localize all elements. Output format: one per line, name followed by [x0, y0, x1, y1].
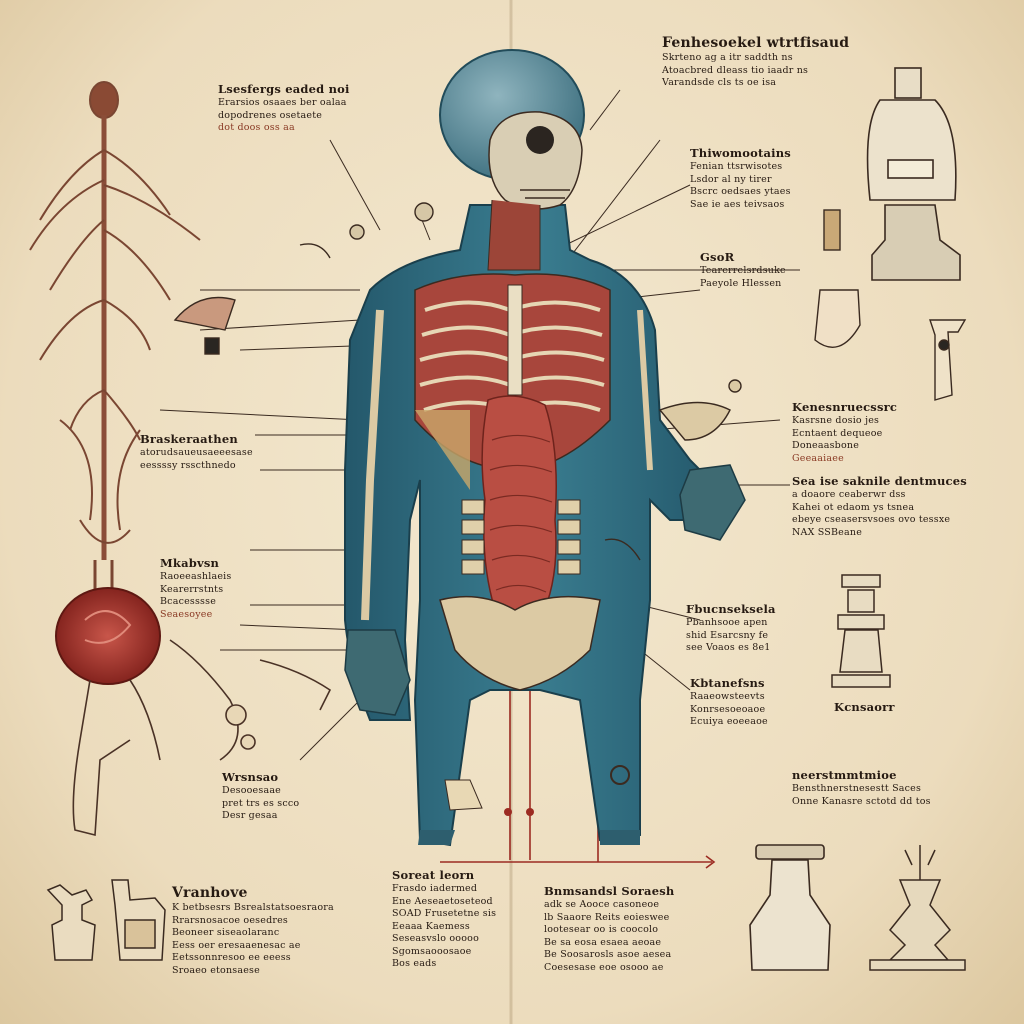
label-right-3: Fbucnseksela Pbanhsooe apen shid Esarcsn…	[686, 602, 776, 653]
label-right-5: Kcnsaorr	[834, 700, 895, 714]
label-left-mid: Braskeraathen atorudsaueusaeeesase eesss…	[140, 432, 253, 471]
lamp	[831, 574, 891, 688]
label-right-2: Sea ise saknile dentmuces a doaore ceabe…	[792, 474, 967, 538]
spine-nerve-tree	[29, 81, 201, 590]
red-axis-lines	[440, 680, 716, 869]
glass-jar	[866, 67, 961, 281]
label-left-lower: Mkabvsn Raoeeashlaeis Kearerrstnts Bcace…	[160, 556, 232, 620]
small-specimens	[173, 202, 742, 561]
small-jars	[46, 879, 166, 961]
skeleton-figure	[344, 49, 746, 847]
label-bottom-center-right: Bnmsandsl Soraesh adk se Aooce casoneoe …	[544, 884, 675, 973]
statue	[869, 845, 966, 971]
label-bottom-center-left: Soreat leorn Frasdo iadermed Ene Aeseaet…	[392, 868, 497, 969]
label-upper-right: Thiwomootains Fenian ttsrwisotes Lsdor a…	[690, 146, 791, 210]
label-left-bottom: Wrsnsao Desooesaae pret trs es scco Desr…	[222, 770, 300, 821]
label-right-4: Kbtanefsns Raaeowsteevts Konrsesoeoaoe E…	[690, 676, 768, 727]
leader-lines	[159, 89, 800, 761]
label-right-1: Kenesnruecssrc Kasrsne dosio jes Ecntaen…	[792, 400, 898, 464]
lower-left-vessels	[72, 639, 332, 837]
heart-organ	[55, 587, 161, 685]
lab-bottle	[814, 209, 967, 401]
flask	[749, 844, 831, 971]
label-top-left: Lsesfergs eaded noi Erarsios osaaes ber …	[218, 82, 350, 133]
label-mid-right-small: GsoR Tearerrelsrdsuke Paeyole Hlessen	[700, 250, 786, 289]
label-far-right-lower: neerstmmtmioe Bensthnerstnesestt Saces O…	[792, 768, 931, 807]
label-bottom-left: Vranhove K betbsesrs Bsrealstatsoesraora…	[172, 885, 334, 976]
label-top-right: Fenhesoekel wtrtfisaud Skrteno ag a itr …	[662, 35, 850, 88]
